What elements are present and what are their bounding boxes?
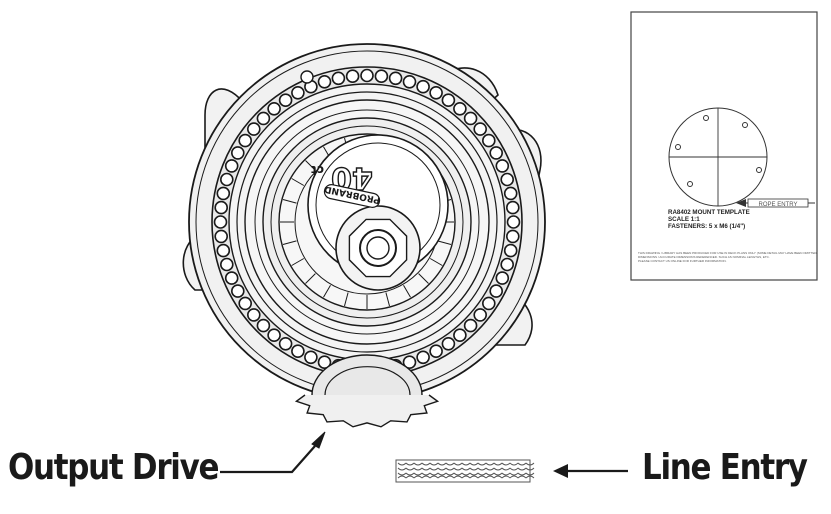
bearing-ball <box>317 355 332 370</box>
bearing-ball <box>402 75 417 89</box>
bearing-ball <box>495 159 510 173</box>
bearing-ball <box>374 69 389 83</box>
center-bore <box>359 229 397 267</box>
bearing-ball <box>500 172 515 187</box>
bearing-ball <box>213 215 228 229</box>
bearing-ball <box>505 200 520 215</box>
bearing-ball <box>214 229 228 244</box>
bearing-ball <box>489 146 504 160</box>
bearing-ball <box>481 296 496 311</box>
bearing-ball <box>216 186 231 201</box>
bearing-ball <box>267 328 281 343</box>
tooth-suffix-text: ct <box>311 163 324 177</box>
template-scale: SCALE 1:1 <box>668 216 700 223</box>
bearing-ball <box>416 350 430 365</box>
mount-template-sheet: ROPE ENTRY RA8402 MOUNT TEMPLATE SCALE 1… <box>630 11 818 281</box>
line-entry-label: Line Entry <box>642 447 808 488</box>
bearing-ball <box>416 79 430 94</box>
bearing-ball <box>429 344 443 359</box>
bearing-ball <box>278 336 293 351</box>
bearing-ball <box>291 344 305 359</box>
template-fine-print-1: THIS DRAWING / LIBRARY HAS BEEN PRODUCED… <box>638 251 818 255</box>
bearing-ball <box>453 102 467 116</box>
bearing-ball <box>331 71 346 86</box>
bearing-ball <box>238 133 252 148</box>
bearing-ball <box>473 308 488 322</box>
output-drive-gear <box>294 354 440 428</box>
bearing-ball <box>360 68 374 83</box>
braided-rope-icon <box>395 459 535 483</box>
bearing-ball <box>495 271 510 285</box>
bearing-ball <box>429 86 443 100</box>
bearing-ball <box>345 69 360 83</box>
bearing-ball <box>473 122 488 136</box>
template-fine-print-3: PLEASE CONTACT US ONLINE FOR FURTHER INF… <box>638 259 727 263</box>
bearing-ball <box>247 122 261 136</box>
output-drive-leader <box>220 431 326 474</box>
bearing-ball <box>247 308 261 322</box>
bearing-ball <box>214 200 228 215</box>
bearing-ball <box>503 243 518 258</box>
bearing-ball <box>278 93 293 107</box>
bearing-ball <box>388 71 403 86</box>
bearing-ball <box>453 328 467 343</box>
bearing-ball <box>500 257 515 272</box>
bearing-ball <box>481 133 496 148</box>
bearing-ball <box>441 336 456 351</box>
bearing-ball <box>489 284 504 298</box>
bearing-ball <box>402 355 417 370</box>
bearing-ball <box>441 93 456 107</box>
template-title: RA8402 MOUNT TEMPLATE <box>668 209 750 216</box>
bearing-ball <box>231 284 245 298</box>
bearing-ball <box>503 186 518 201</box>
bearing-ball <box>238 296 252 311</box>
bearing-ball <box>304 350 318 365</box>
winch-assembly: 40 ct PROBRAND <box>182 43 546 428</box>
line-entry-leader <box>553 464 628 478</box>
bearing-ball <box>317 75 332 89</box>
template-fine-print-2: DIMENSIONS / ACCURATE DIMENSIONS REFEREN… <box>638 255 770 259</box>
bearing-ball <box>505 229 520 244</box>
bearing-ball <box>463 111 478 126</box>
bearing-ball <box>291 86 305 100</box>
rope-entry-arrow <box>736 199 746 207</box>
bearing-ball <box>224 271 239 285</box>
bearing-ball <box>231 146 245 160</box>
bearing-ball <box>506 215 521 229</box>
bearing-ball <box>220 257 234 272</box>
template-fasteners: FASTENERS: 5 x M6 (1/4") <box>668 223 745 230</box>
bearing-ball <box>267 102 281 116</box>
bearing-ball <box>216 243 231 258</box>
template-bolt-holes <box>675 115 762 187</box>
rope-entry-label: ROPE ENTRY <box>759 202 798 208</box>
output-drive-label: Output Drive <box>8 447 220 488</box>
bearing-ball <box>463 318 478 333</box>
cap-screw <box>300 70 314 84</box>
bearing-ball <box>256 111 271 126</box>
bearing-ball <box>224 159 239 173</box>
bearing-ball <box>256 318 271 333</box>
bearing-ball <box>220 172 234 187</box>
